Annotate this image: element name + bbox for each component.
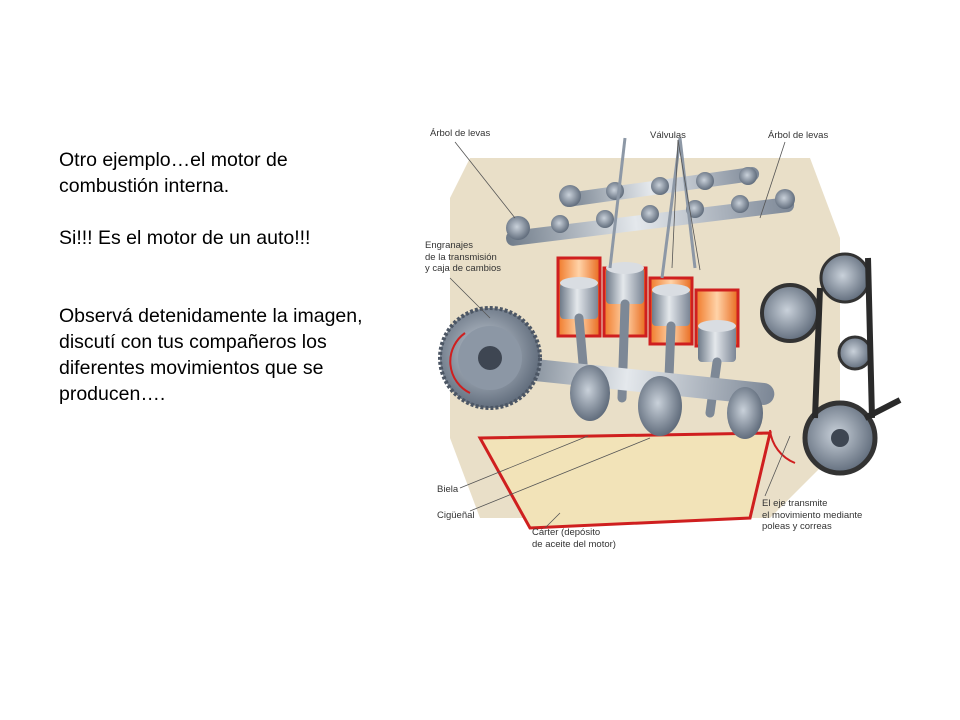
oil-sump xyxy=(477,431,772,530)
pistons xyxy=(560,262,736,362)
label-engranajes: Engranajes de la transmisión y caja de c… xyxy=(425,240,502,274)
pulleys-belts xyxy=(760,252,902,476)
engine-drawing xyxy=(438,137,902,530)
label-arbol-levas-left: Árbol de levas xyxy=(430,128,491,139)
exclamation-text: Si!!! Es el motor de un auto!!! xyxy=(59,227,311,249)
label-valvulas: Válvulas xyxy=(650,130,686,141)
label-biela: Biela xyxy=(437,484,459,495)
leader-lines xyxy=(449,139,791,529)
label-eje: El eje transmite el movimiento mediante … xyxy=(762,498,863,532)
label-arbol-levas-right: Árbol de levas xyxy=(768,130,829,141)
crankshaft xyxy=(505,357,775,439)
instruction-text: Observá detenidamente la imagen, discutí… xyxy=(59,305,363,405)
label-carter: Cárter (depósito de aceite del motor) xyxy=(532,527,616,550)
slide-text: Otro ejemplo…el motor de combustión inte… xyxy=(59,147,379,407)
camshaft-bottom xyxy=(506,189,795,246)
engine-illustration: Árbol de levas Válvulas Árbol de levas E… xyxy=(410,118,910,558)
transmission-gears xyxy=(438,306,542,410)
label-ciguenal: Cigüeñal xyxy=(437,510,475,521)
intro-text: Otro ejemplo…el motor de combustión inte… xyxy=(59,149,288,197)
